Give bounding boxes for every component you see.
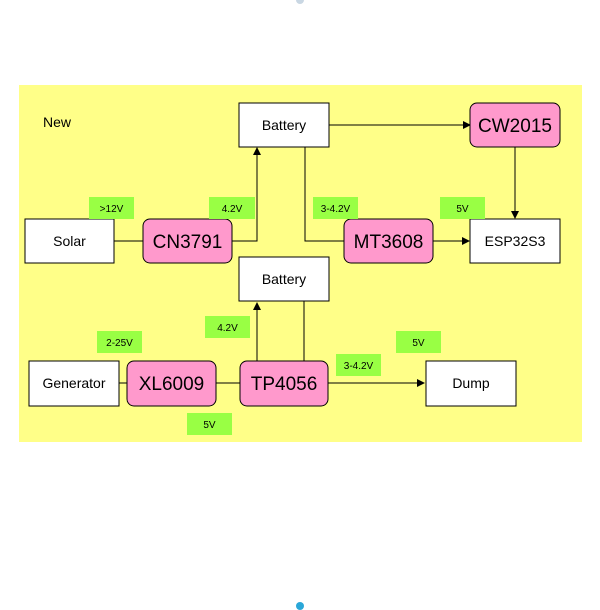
node-mt3608[interactable]: MT3608 (343, 218, 434, 264)
node-cw2015[interactable]: CW2015 (469, 102, 561, 148)
connectors (114, 121, 519, 387)
voltage-label-5v-b: 5V (187, 413, 232, 435)
voltage-label-text: 5V (412, 338, 425, 349)
voltage-label-text: 3-4.2V (321, 204, 351, 215)
node-label: Generator (42, 375, 105, 391)
voltage-label-2-25v: 2-25V (97, 331, 142, 353)
voltage-label-4-2v-a: 4.2V (209, 197, 255, 219)
voltage-label-gt12: >12V (89, 197, 134, 219)
voltage-label-text: >12V (100, 204, 124, 215)
node-label: Solar (53, 233, 86, 249)
voltage-label-text: 4.2V (222, 204, 243, 215)
voltage-label-text: 5V (456, 204, 469, 215)
node-label: Battery (262, 117, 306, 133)
node-label: Dump (452, 375, 490, 391)
node-label: Battery (262, 271, 306, 287)
section-label: New (43, 114, 72, 130)
node-esp32s3[interactable]: ESP32S3 (469, 218, 561, 264)
node-xl6009[interactable]: XL6009 (126, 360, 217, 407)
voltage-label-3-4-2v-a: 3-4.2V (313, 197, 358, 219)
node-label: CN3791 (153, 232, 223, 253)
node-generator[interactable]: Generator (28, 360, 120, 407)
node-dump[interactable]: Dump (425, 360, 517, 407)
voltage-label-5v-c: 5V (396, 331, 441, 353)
voltage-label-text: 2-25V (106, 338, 133, 349)
node-battery-top[interactable]: Battery (238, 102, 330, 148)
voltage-label-text: 3-4.2V (344, 361, 374, 372)
node-cn3791[interactable]: CN3791 (142, 218, 233, 264)
voltage-label-text: 4.2V (217, 323, 238, 334)
node-label: TP4056 (251, 374, 318, 395)
node-label: XL6009 (139, 374, 205, 395)
node-label: ESP32S3 (485, 233, 546, 249)
resize-handle-bottom[interactable] (296, 602, 304, 610)
node-label: CW2015 (478, 116, 552, 137)
voltage-label-4-2v-b: 4.2V (205, 316, 250, 338)
voltage-label-text: 5V (203, 420, 216, 431)
node-battery-mid[interactable]: Battery (238, 256, 330, 302)
edge-battery-to-mt3608 (304, 147, 344, 242)
voltage-label-5v-a: 5V (440, 197, 485, 219)
node-label: MT3608 (354, 232, 424, 253)
voltage-label-3-4-2v-b: 3-4.2V (336, 354, 381, 376)
node-solar[interactable]: Solar (24, 218, 115, 264)
edge-cn3791-to-battery (232, 147, 261, 242)
node-tp4056[interactable]: TP4056 (239, 360, 329, 407)
resize-handle-top[interactable] (296, 0, 304, 4)
